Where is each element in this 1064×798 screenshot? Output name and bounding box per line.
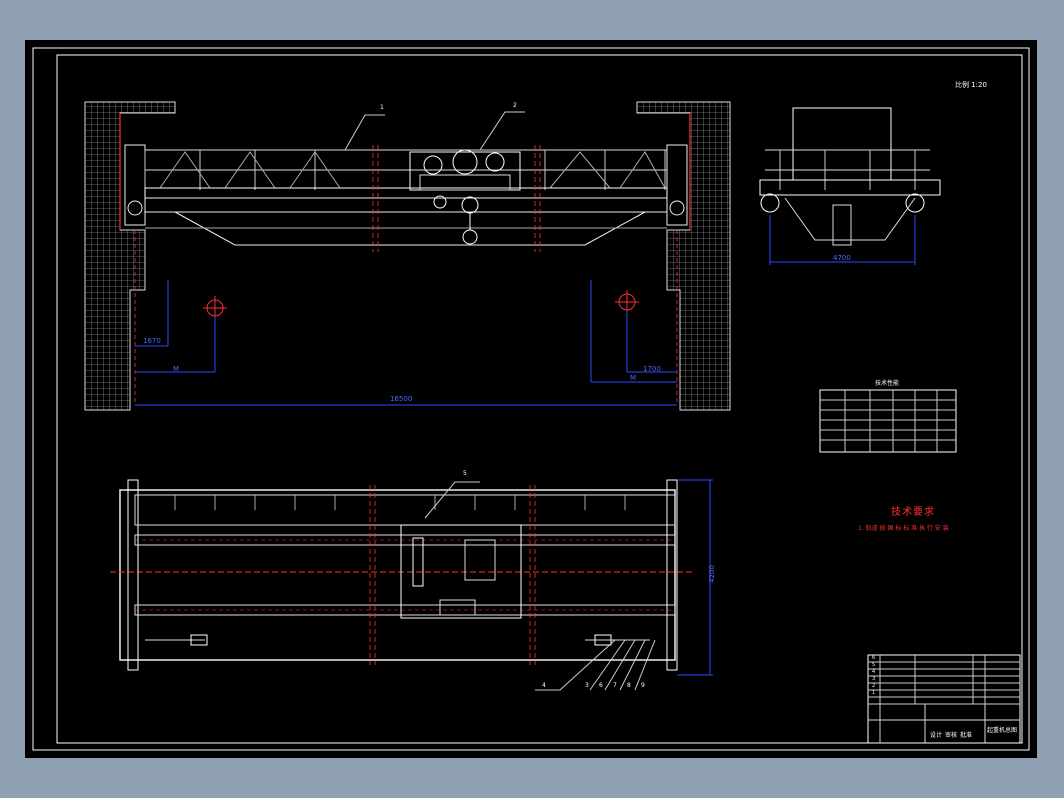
title-block-row-3: 4 — [872, 669, 876, 675]
callout-6: 6 — [599, 682, 603, 689]
plan-view — [110, 479, 713, 691]
callout-7: 7 — [613, 682, 617, 689]
callout-9: 9 — [641, 682, 645, 689]
outer-border — [32, 47, 1030, 751]
dim-left-b: M — [173, 365, 180, 373]
dim-plan-width: 4200 — [707, 565, 716, 583]
tech-note: 1. 轨道 按 国 标 标 准 执 行 安 装 — [858, 525, 949, 532]
inner-border — [56, 54, 1023, 744]
callout-5: 5 — [463, 470, 467, 477]
dim-right-a: 1700 — [643, 365, 661, 373]
title-block-row-6: 1 — [872, 690, 876, 696]
title-block-project: 起重机总图 — [987, 727, 1018, 734]
callout-3: 3 — [585, 682, 589, 689]
performance-table — [819, 389, 957, 453]
front-elevation — [84, 101, 731, 411]
title-block-row-4: 3 — [872, 676, 876, 682]
callout-4: 4 — [542, 682, 546, 689]
title-block-row-5: 2 — [872, 683, 876, 689]
table-title: 技术性能 — [875, 380, 900, 387]
tech-title: 技术要求 — [891, 507, 935, 518]
dim-span: 16500 — [390, 395, 413, 403]
dim-right-b: M — [630, 374, 637, 382]
dim-wheelbase: 4700 — [833, 254, 851, 262]
callout-8: 8 — [627, 682, 631, 689]
title-block-row-1: 6 — [872, 655, 876, 661]
left-wall — [84, 101, 176, 411]
right-wall — [636, 101, 731, 411]
title-block-footer-3: 批准 — [960, 732, 973, 739]
title-block-footer-1: 设计 — [930, 732, 943, 739]
title-block-footer-2: 审核 — [945, 732, 958, 739]
scale-note: 比例 1:20 — [955, 81, 987, 89]
callout-2: 2 — [513, 102, 517, 109]
title-block-row-2: 5 — [872, 662, 876, 668]
side-view — [759, 107, 941, 265]
cad-drawing — [32, 47, 1030, 751]
title-block — [867, 654, 1021, 744]
dim-left-a: 1670 — [143, 337, 161, 345]
callout-1: 1 — [380, 104, 384, 111]
drawing-canvas: 比例 1:20 16500 1670 M 1700 M 4700 4200 1 … — [25, 40, 1037, 758]
